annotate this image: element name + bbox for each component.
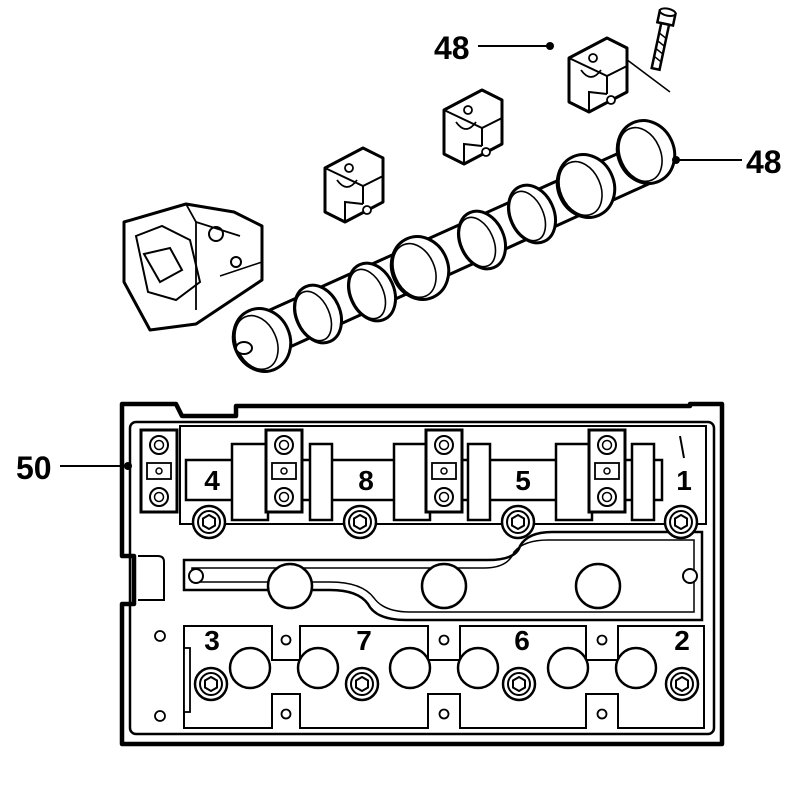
- sequence-number-8: 8: [358, 465, 374, 496]
- callout-camshaft: 48: [746, 144, 782, 180]
- head-bearing-cap-3: [424, 428, 464, 514]
- head-bolt-1: [663, 504, 699, 540]
- sequence-number-7: 7: [356, 625, 372, 656]
- head-bolt-2: [664, 666, 700, 702]
- bearing-cap-2: [442, 88, 504, 166]
- head-bearing-cap-1: [139, 428, 179, 514]
- sequence-number-5: 5: [515, 465, 531, 496]
- head-bolt-3: [193, 666, 229, 702]
- sequence-number-3: 3: [204, 625, 220, 656]
- bearing-cap-3: [323, 146, 385, 224]
- bearing-cap-upper: [567, 36, 629, 114]
- sequence-number-4: 4: [204, 465, 220, 496]
- sequence-number-6: 6: [514, 625, 530, 656]
- bolt-alignment-line: [621, 55, 671, 93]
- head-bolt-5: [500, 504, 536, 540]
- head-bolt-8: [342, 504, 378, 540]
- head-bolt-4: [191, 504, 227, 540]
- callout-bearing-cap: 48: [434, 30, 470, 66]
- head-bearing-cap-2: [264, 428, 304, 514]
- camshaft: [221, 109, 687, 383]
- head-bolt-6: [501, 666, 537, 702]
- front-bearing-cap: [122, 202, 264, 332]
- head-bearing-cap-4: [587, 428, 627, 514]
- sequence-number-1: 1: [676, 465, 692, 496]
- leader-lines: [60, 42, 742, 470]
- mounting-bolt: [650, 7, 677, 72]
- callout-cylinder-head: 50: [16, 450, 52, 486]
- head-bolt-7: [344, 666, 380, 702]
- sequence-number-2: 2: [674, 625, 690, 656]
